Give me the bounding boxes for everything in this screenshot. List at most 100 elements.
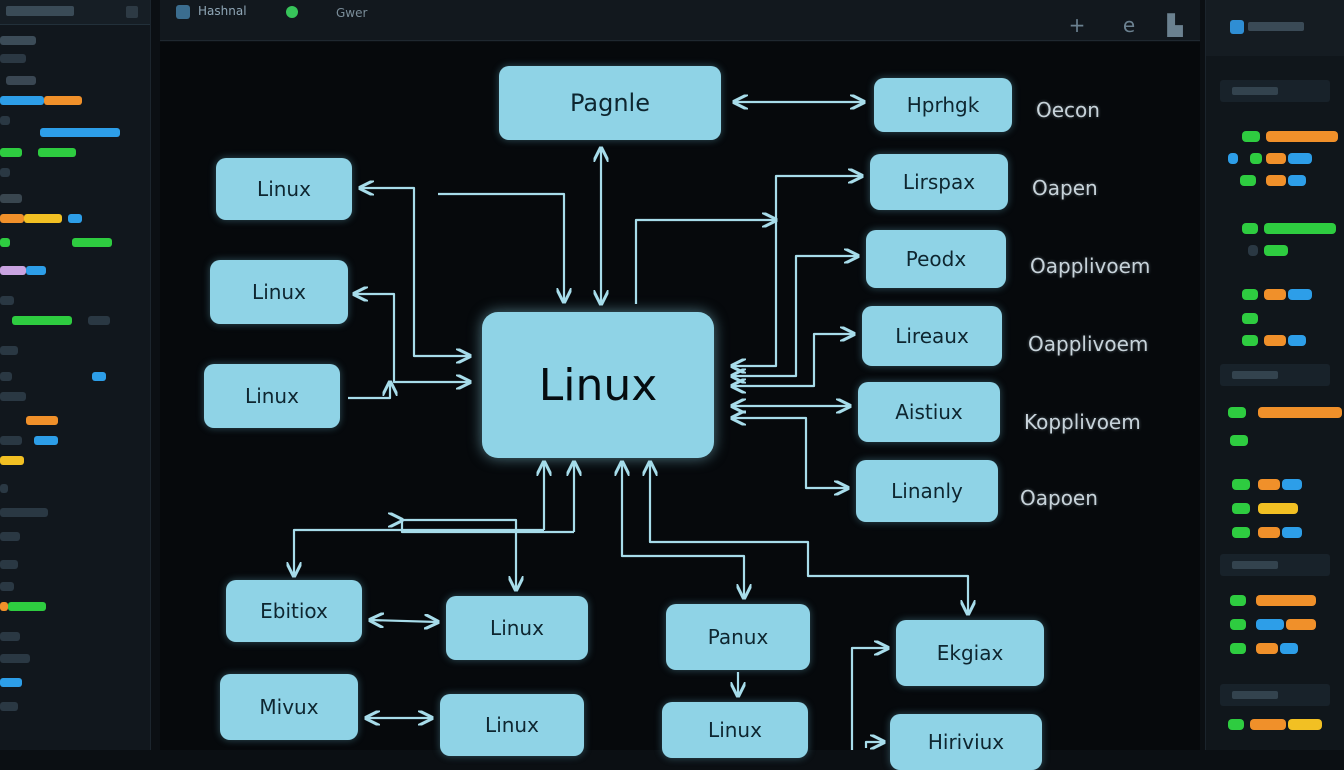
left-panel-row[interactable]: [0, 94, 150, 108]
right-panel-bar: [1264, 223, 1336, 234]
left-panel-row[interactable]: [0, 482, 150, 496]
right-panel-row[interactable]: [1206, 592, 1344, 608]
right-panel-row[interactable]: [1206, 310, 1344, 326]
bottom-node-1[interactable]: Ebitiox: [226, 580, 362, 642]
left-panel-bar: [0, 602, 8, 611]
left-panel-row[interactable]: [0, 414, 150, 428]
left-panel-row[interactable]: [0, 530, 150, 544]
right-panel-row[interactable]: [1206, 220, 1344, 236]
left-panel-row[interactable]: [0, 52, 150, 66]
left-panel-row[interactable]: [0, 652, 150, 666]
bottom-node-5[interactable]: Panux: [666, 604, 810, 670]
right-panel-row[interactable]: [1206, 432, 1344, 448]
bottom-node-3[interactable]: Mivux: [220, 674, 358, 740]
right-panel-row[interactable]: [1206, 332, 1344, 348]
left-panel-row[interactable]: [0, 600, 150, 614]
right-panel-section-header[interactable]: [1220, 364, 1330, 386]
right-panel-header: [1206, 0, 1344, 56]
right-panel-row[interactable]: [1206, 128, 1344, 144]
left-panel-bar: [26, 416, 58, 425]
left-panel-bar: [38, 148, 76, 157]
bottom-node-8[interactable]: Hiriviux: [890, 714, 1042, 770]
document-tab[interactable]: Gwer: [336, 6, 368, 20]
right-panel-section-header[interactable]: [1220, 684, 1330, 706]
left-node-3[interactable]: Linux: [204, 364, 340, 428]
left-panel-row[interactable]: [0, 580, 150, 594]
left-panel-row[interactable]: [0, 506, 150, 520]
plus-icon[interactable]: +: [1068, 13, 1086, 37]
connector-bottom-node7: [650, 462, 968, 614]
left-panel-row[interactable]: [0, 146, 150, 160]
bottom-node-6[interactable]: Linux: [662, 702, 808, 758]
left-panel-row[interactable]: [0, 434, 150, 448]
right-panel-bar: [1286, 619, 1316, 630]
right-panel-bar: [1242, 223, 1258, 234]
left-panel-bar: [68, 214, 82, 223]
left-panel-row[interactable]: [0, 74, 150, 88]
right-panel-row[interactable]: [1206, 524, 1344, 540]
right-panel-row[interactable]: [1206, 286, 1344, 302]
left-panel-row[interactable]: [0, 294, 150, 308]
left-panel-bar: [0, 436, 22, 445]
left-panel-row[interactable]: [0, 700, 150, 714]
left-panel-row[interactable]: [0, 630, 150, 644]
left-panel-row[interactable]: [0, 314, 150, 328]
right-panel-row[interactable]: [1206, 150, 1344, 166]
left-panel-row[interactable]: [0, 212, 150, 226]
left-panel-bar: [0, 96, 44, 105]
center-node[interactable]: Linux: [482, 312, 714, 458]
right-panel-bar: [1242, 131, 1260, 142]
right-node-2[interactable]: Lirspax: [870, 154, 1008, 210]
right-node-4[interactable]: Lireaux: [862, 306, 1002, 366]
right-panel-section-header[interactable]: [1220, 80, 1330, 102]
right-panel-bar: [1232, 503, 1250, 514]
left-panel-row[interactable]: [0, 676, 150, 690]
pin-icon[interactable]: ▙: [1167, 13, 1183, 37]
bottom-node-2[interactable]: Linux: [446, 596, 588, 660]
right-panel-bar: [1282, 527, 1302, 538]
right-panel-bar: [1230, 643, 1246, 654]
left-panel-menu-button[interactable]: [126, 6, 138, 18]
connector-left3: [348, 382, 390, 400]
bottom-node-4[interactable]: Linux: [440, 694, 584, 756]
left-panel-row[interactable]: [0, 344, 150, 358]
left-panel-row[interactable]: [0, 114, 150, 128]
right-panel-row[interactable]: [1206, 172, 1344, 188]
right-panel-row[interactable]: [1206, 640, 1344, 656]
left-panel-bar: [24, 214, 62, 223]
right-panel-row[interactable]: [1206, 716, 1344, 732]
right-panel-bar: [1230, 435, 1248, 446]
right-node-3[interactable]: Peodx: [866, 230, 1006, 288]
edge-icon[interactable]: e: [1122, 13, 1136, 37]
right-panel-bar: [1282, 479, 1302, 490]
left-panel-row[interactable]: [0, 126, 150, 140]
left-panel-row[interactable]: [0, 390, 150, 404]
right-panel-row[interactable]: [1206, 500, 1344, 516]
left-panel-row[interactable]: [0, 454, 150, 468]
left-panel-row[interactable]: [0, 558, 150, 572]
left-panel-row[interactable]: [0, 166, 150, 180]
top-node[interactable]: Pagnle: [499, 66, 721, 140]
diagram-canvas[interactable]: Pagnle Linux Linux Linux Linux Hprhgk Li…: [160, 42, 1200, 770]
right-panel-section-header[interactable]: [1220, 554, 1330, 576]
right-panel-row[interactable]: [1206, 476, 1344, 492]
left-panel-row[interactable]: [0, 370, 150, 384]
right-panel-row[interactable]: [1206, 242, 1344, 258]
right-node-6[interactable]: Linanly: [856, 460, 998, 522]
right-panel-row[interactable]: [1206, 404, 1344, 420]
left-panel-bar: [0, 116, 10, 125]
right-node-5[interactable]: Aistiux: [858, 382, 1000, 442]
left-panel-row[interactable]: [0, 34, 150, 48]
left-panel-row[interactable]: [0, 236, 150, 250]
left-panel-bar: [12, 316, 72, 325]
left-panel-row[interactable]: [0, 264, 150, 278]
right-node-1[interactable]: Hprhgk: [874, 78, 1012, 132]
bottom-node-7[interactable]: Ekgiax: [896, 620, 1044, 686]
left-panel-bar: [0, 484, 8, 493]
right-panel-row[interactable]: [1206, 616, 1344, 632]
left-node-2[interactable]: Linux: [210, 260, 348, 324]
left-panel-bar: [26, 266, 46, 275]
left-node-1[interactable]: Linux: [216, 158, 352, 220]
left-panel-row[interactable]: [0, 192, 150, 206]
section-title-block: [1232, 561, 1278, 569]
